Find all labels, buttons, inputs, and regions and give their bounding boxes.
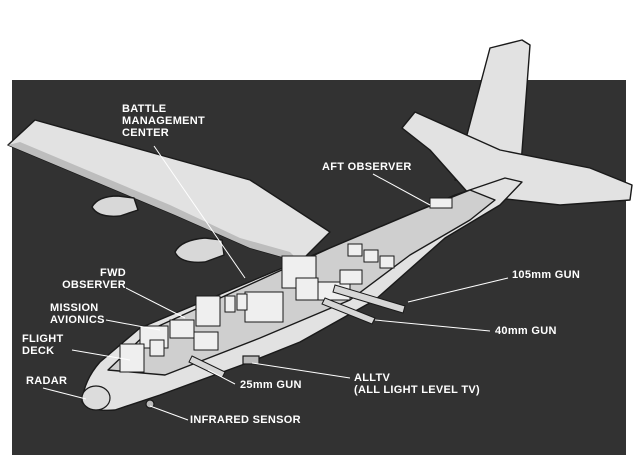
infrared-sensor-turret [145, 399, 155, 409]
label-infrared-sensor: INFRARED SENSOR [190, 414, 301, 426]
horizontal-stabilizer [401, 111, 633, 206]
left-wing-shade [8, 142, 300, 262]
label-105mm-gun: 105mm GUN [512, 269, 581, 281]
label-alltv: ALLTV (ALL LIGHT LEVEL TV) [354, 372, 480, 396]
alltv-pod [242, 355, 260, 365]
label-aft-observer: AFT OBSERVER [322, 161, 412, 173]
label-fwd-observer: FWD OBSERVER [62, 267, 126, 291]
label-flight-deck: FLIGHT DECK [22, 333, 64, 357]
label-25mm-gun: 25mm GUN [240, 379, 302, 391]
label-radar: RADAR [26, 375, 68, 387]
radar-radome [81, 385, 111, 411]
label-battle-management-center: BATTLE MANAGEMENT CENTER [122, 103, 206, 139]
label-40mm-gun: 40mm GUN [495, 325, 557, 337]
label-mission-avionics: MISSION AVIONICS [50, 302, 105, 326]
leader-lines [42, 145, 509, 421]
gun-barrels [188, 284, 406, 379]
